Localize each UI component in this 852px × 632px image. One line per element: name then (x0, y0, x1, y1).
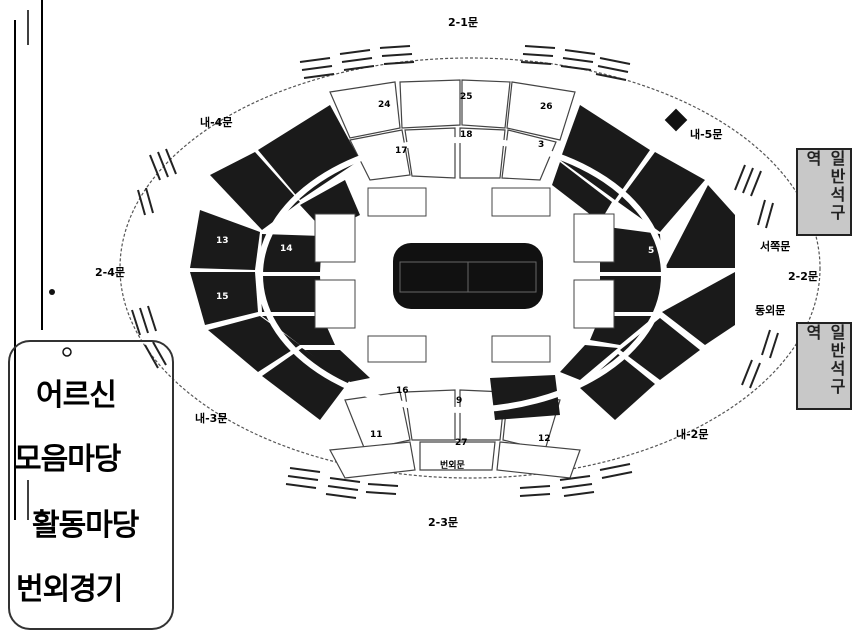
gate-beon-label: 번외문 (440, 461, 465, 471)
section-26: 26 (540, 102, 553, 112)
gate-marker-in5 (664, 108, 688, 132)
section-17: 17 (395, 146, 408, 156)
outer-bench-rows (131, 45, 779, 499)
marker-dot-left (49, 289, 55, 295)
gate-in3-label: 내-3문 (195, 412, 228, 425)
section-18: 18 (460, 130, 473, 140)
panel-line-2: 모음마당 (14, 442, 121, 477)
section-16: 16 (396, 386, 409, 396)
gate-dong-label: 동외문 (755, 304, 786, 317)
inner-light-blocks (314, 187, 615, 363)
section-5: 5 (648, 246, 655, 256)
event-panel: 어르신 모음마당 활동마당 번외경기 (8, 340, 174, 630)
section-25: 25 (460, 92, 473, 102)
gate-2-2-label: 2-2문 (788, 270, 818, 283)
section-13: 13 (216, 236, 229, 246)
panel-line-4: 번외경기 (16, 572, 123, 607)
side-box-top-label: 일반석구역 (803, 150, 846, 222)
gate-in2-label: 내-2문 (676, 428, 709, 441)
section-27: 27 (455, 438, 468, 448)
section-15: 15 (216, 292, 229, 302)
upper-light-blocks (329, 79, 576, 181)
side-box-bottom: 일반석구역 (796, 322, 852, 410)
panel-line-3: 활동마당 (32, 508, 139, 543)
gate-in4-label: 내-4문 (200, 116, 233, 129)
section-9: 9 (456, 396, 463, 406)
section-14: 14 (280, 244, 293, 254)
side-box-bottom-label: 일반석구역 (803, 324, 846, 396)
section-11: 11 (370, 430, 383, 440)
outer-ring (119, 57, 821, 479)
gate-2-3-label: 2-3문 (428, 516, 458, 529)
gate-in5-label: 내-5문 (690, 128, 723, 141)
gate-2-1-label: 2-1문 (448, 16, 478, 29)
section-24: 24 (378, 100, 391, 110)
side-box-top: 일반석구역 (796, 148, 852, 236)
gate-seo-label: 서쪽문 (760, 240, 791, 253)
section-3: 3 (538, 140, 545, 150)
gate-2-4-label: 2-4문 (95, 266, 125, 279)
marker-circle-panel (62, 347, 72, 357)
section-12: 12 (538, 434, 551, 444)
inner-ring-separator (257, 137, 667, 413)
panel-line-1: 어르신 (36, 378, 117, 413)
